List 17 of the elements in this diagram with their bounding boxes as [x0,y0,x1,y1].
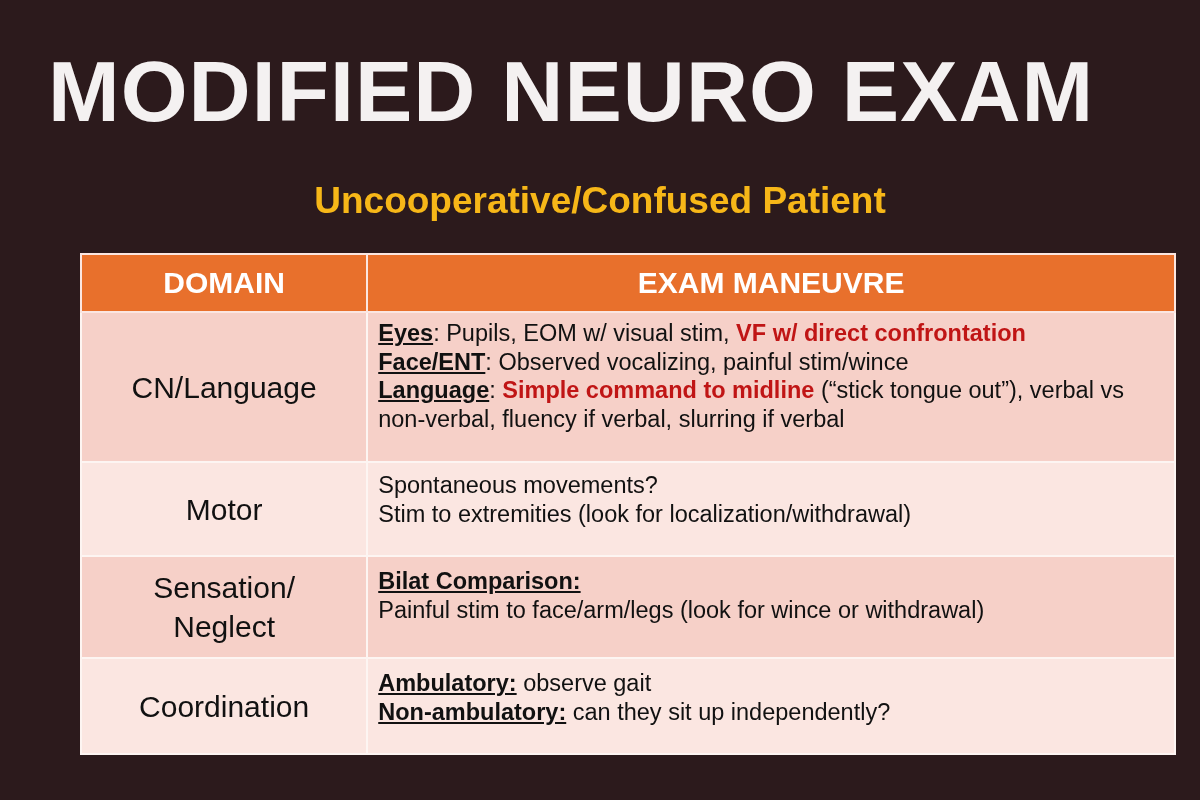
cell-text: Coordination [139,688,310,725]
cell-text: Face/ENT: Observed vocalizing, painful stim/wince [378,347,910,377]
cell-text: Ambulatory: observe gait [378,669,653,698]
cell-text: Bilat Comparison: [378,567,582,596]
cell-text: CN/Language [131,369,317,406]
cell-text: Eyes: Pupils, EOM w/ visual stim, VF w/ direct confrontation [378,319,1027,348]
header-cell: EXAM MANEUVRE [367,254,1175,312]
cell-text: Stim to extremities (look for localization/withdrawal) [378,499,913,529]
title: MODIFIED NEURO EXAM [48,42,1095,141]
header-cell: DOMAIN [81,254,368,312]
cell-text: Spontaneous movements? [378,471,659,500]
cell-text: Non-ambulatory: can they sit up independently? [378,697,892,727]
cell-text: Sensation/ Neglect [152,570,296,645]
cell-text: Language: Simple command to midline (“stick tongue out”), verbal vs non-verbal, fluency if verbal, slurring if verbal [378,376,1125,434]
cell-text: Motor [185,491,263,528]
cell-text: Painful stim to face/arm/legs (look for wince or withdrawal) [378,595,986,625]
subtitle: Uncooperative/Confused Patient [313,180,887,222]
